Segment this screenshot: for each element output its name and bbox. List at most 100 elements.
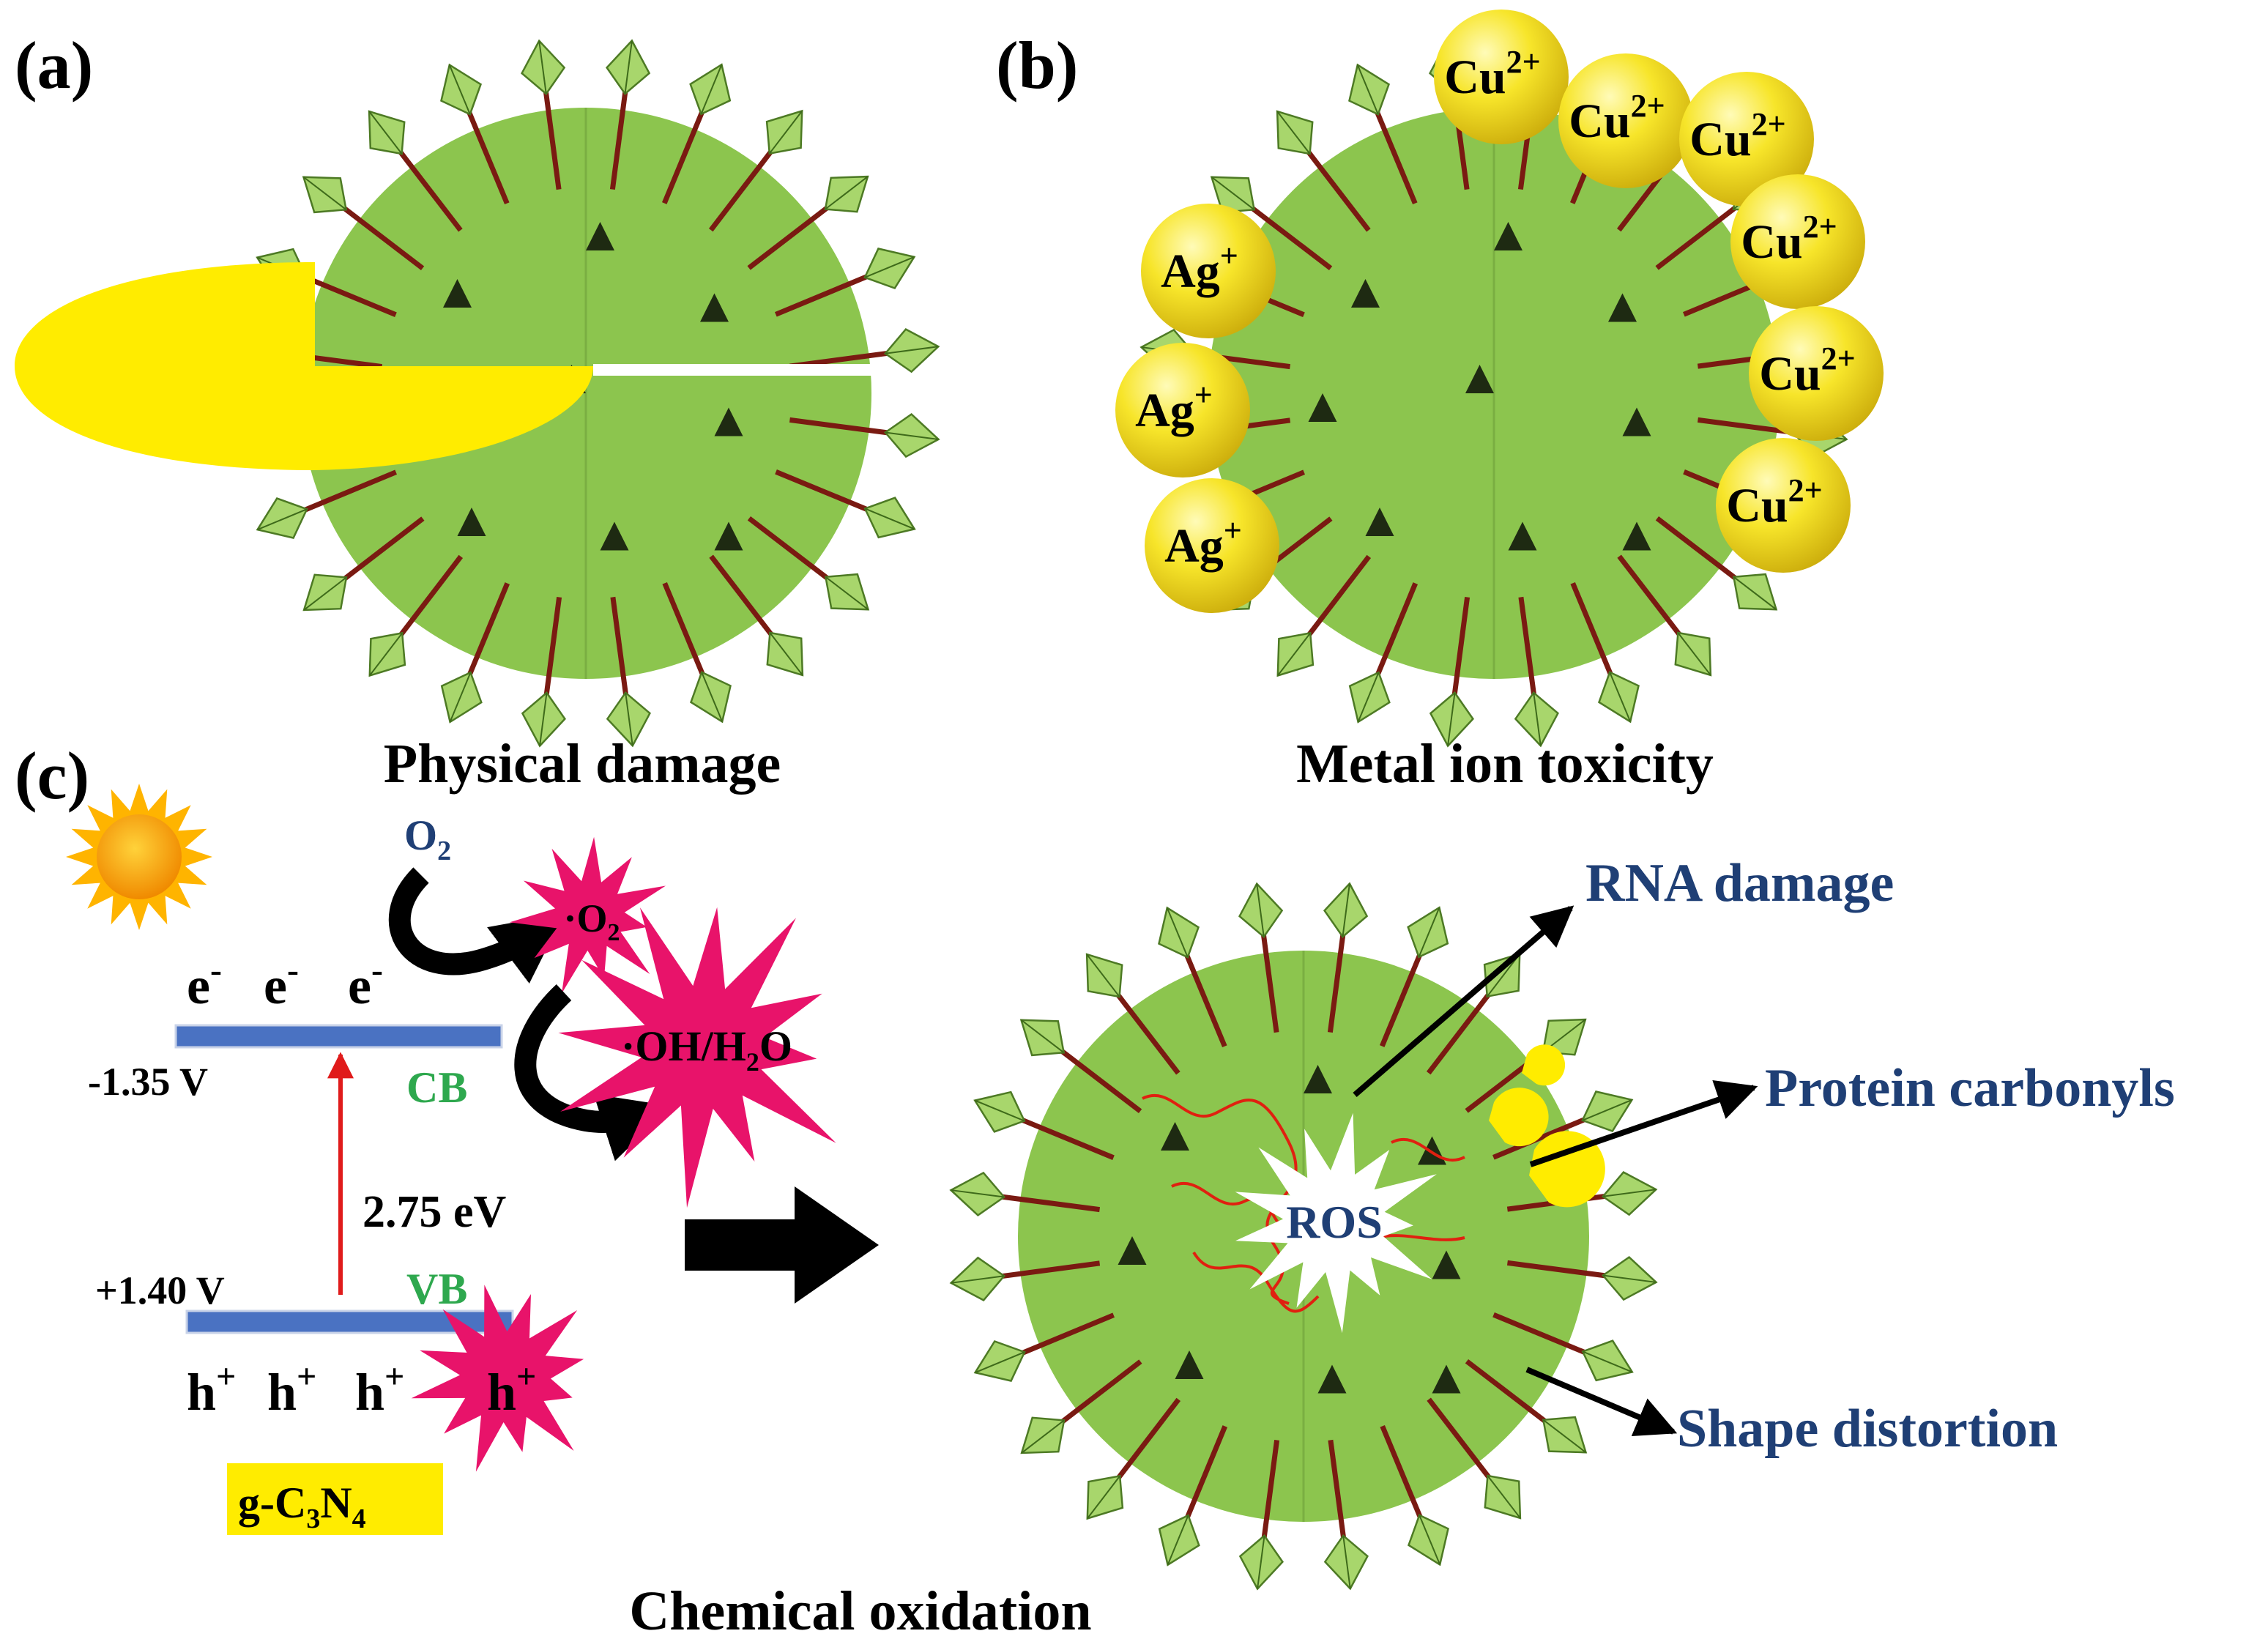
- panel-c-label: (c): [15, 738, 89, 813]
- inner-protein: [457, 508, 486, 536]
- svg-text:Ag+: Ag+: [1164, 513, 1242, 573]
- copper-ion: Cu2+: [1434, 10, 1569, 144]
- spike-protein: [1158, 906, 1200, 959]
- vb-potential: +1.40 V: [95, 1268, 225, 1312]
- svg-text:h+: h+: [187, 1357, 236, 1422]
- inner-protein: [1432, 1250, 1461, 1279]
- copper-ion: Cu2+: [1749, 306, 1884, 441]
- svg-text:Cu2+: Cu2+: [1726, 472, 1822, 532]
- hydroxyl-burst: [558, 907, 836, 1208]
- silver-ion: Ag+: [1141, 204, 1276, 338]
- holes: h+ h+ h+ h+: [187, 1357, 536, 1422]
- hole-burst: [411, 1285, 584, 1472]
- svg-text:Cu2+: Cu2+: [1741, 209, 1837, 269]
- cb-potential: -1.35 V: [88, 1060, 208, 1104]
- transition-arrow: [685, 1186, 879, 1304]
- inner-protein: [1494, 222, 1522, 250]
- sun-icon: [66, 784, 212, 930]
- inner-protein: [714, 407, 743, 436]
- virus-particle-a: [231, 39, 940, 748]
- protein-carbonyl-marker: [1522, 1044, 1566, 1086]
- ros-label: ROS: [1286, 1196, 1383, 1248]
- inner-protein: [1465, 365, 1494, 393]
- svg-text:Ag+: Ag+: [1135, 377, 1213, 437]
- shape-distortion-label: Shape distortion: [1677, 1399, 2058, 1459]
- svg-text:e-: e-: [264, 951, 299, 1015]
- superoxide-burst: [509, 836, 666, 994]
- spike-protein: [1581, 1090, 1634, 1133]
- hydroxyl-label: ·OH/H2O: [621, 1022, 792, 1077]
- copper-ion: Cu2+: [1558, 53, 1693, 188]
- spike-protein: [440, 63, 483, 116]
- inner-protein: [1432, 1364, 1461, 1394]
- cutting-blade: [15, 262, 875, 470]
- shape-distortion-pointer: [1525, 1367, 1678, 1437]
- inner-protein: [700, 293, 729, 322]
- inner-protein: [1304, 1065, 1332, 1093]
- spike-protein: [1348, 63, 1391, 116]
- spike-protein: [689, 63, 732, 116]
- inner-protein: [1622, 407, 1651, 436]
- copper-ion: Cu2+: [1716, 438, 1851, 573]
- inner-protein: [586, 222, 614, 250]
- svg-text:h+: h+: [487, 1357, 536, 1422]
- cb-label: CB: [406, 1063, 467, 1112]
- spike-protein: [973, 1090, 1026, 1133]
- svg-text:Ag+: Ag+: [1161, 238, 1238, 298]
- spike-protein: [440, 671, 483, 724]
- band-gap-label: 2.75 eV: [362, 1187, 507, 1237]
- inner-protein: [1161, 1122, 1189, 1151]
- spike-protein: [1581, 1339, 1634, 1382]
- inner-protein: [1622, 521, 1651, 551]
- spike-protein: [973, 1339, 1026, 1382]
- inner-protein: [1508, 521, 1537, 551]
- protein-carbonyls-pointer: [1529, 1079, 1758, 1167]
- caption-physical-damage: Physical damage: [384, 733, 781, 795]
- svg-text:h+: h+: [267, 1357, 316, 1422]
- inner-protein: [443, 279, 472, 308]
- svg-text:Cu2+: Cu2+: [1569, 88, 1665, 148]
- band-diagram: O2 ·O2 ·OH/H2O e- e- e- -1.35 V CB 2.75 …: [66, 784, 836, 1535]
- copper-ion: Cu2+: [1730, 174, 1865, 309]
- caption-metal-ion-toxicity: Metal ion toxicity: [1296, 733, 1714, 795]
- inner-protein: [1365, 508, 1394, 536]
- oxidation-arrow: [514, 984, 672, 1162]
- rna-damage-pointer: [1353, 905, 1574, 1098]
- spike-protein: [863, 248, 916, 290]
- protein-carbonyls-label: Protein carbonyls: [1765, 1058, 2175, 1118]
- inner-protein: [1118, 1236, 1147, 1265]
- electrons: e- e- e-: [187, 951, 383, 1015]
- spike-protein: [256, 497, 308, 539]
- spike-protein: [1407, 906, 1449, 959]
- inner-protein: [1608, 293, 1637, 322]
- copper-ion: Cu2+: [1679, 72, 1814, 207]
- oxygen-label: O2: [404, 811, 451, 866]
- material-highlight: [227, 1463, 443, 1535]
- inner-protein: [1317, 1364, 1347, 1394]
- svg-text:e-: e-: [348, 951, 383, 1015]
- svg-text:Cu2+: Cu2+: [1759, 341, 1855, 401]
- spike-protein: [1597, 671, 1640, 724]
- protein-carbonyl-marker: [1529, 1131, 1605, 1208]
- svg-text:Cu2+: Cu2+: [1689, 106, 1785, 166]
- inner-protein: [714, 521, 743, 551]
- material-label: g-C3N4: [238, 1479, 366, 1534]
- panel-a-label: (a): [15, 28, 93, 103]
- spike-protein: [863, 497, 916, 539]
- superoxide-label: ·O2: [563, 896, 620, 946]
- rna-damage-label: RNA damage: [1585, 853, 1894, 913]
- vb-label: VB: [406, 1265, 467, 1313]
- damage-annotations: ROS RNA damage Protein carbonyls Shape d…: [1142, 853, 2175, 1459]
- inner-protein: [1175, 1350, 1204, 1379]
- inner-protein: [1308, 393, 1337, 422]
- ros-burst: [1235, 1112, 1437, 1334]
- inner-protein: [600, 521, 629, 551]
- svg-text:e-: e-: [187, 951, 222, 1015]
- spike-protein: [1158, 1514, 1200, 1567]
- inner-protein: [1351, 279, 1380, 308]
- svg-text:Cu2+: Cu2+: [1444, 44, 1540, 104]
- conduction-band: [174, 1024, 503, 1049]
- caption-chemical-oxidation: Chemical oxidation: [629, 1580, 1091, 1642]
- silver-ion: Ag+: [1145, 478, 1279, 613]
